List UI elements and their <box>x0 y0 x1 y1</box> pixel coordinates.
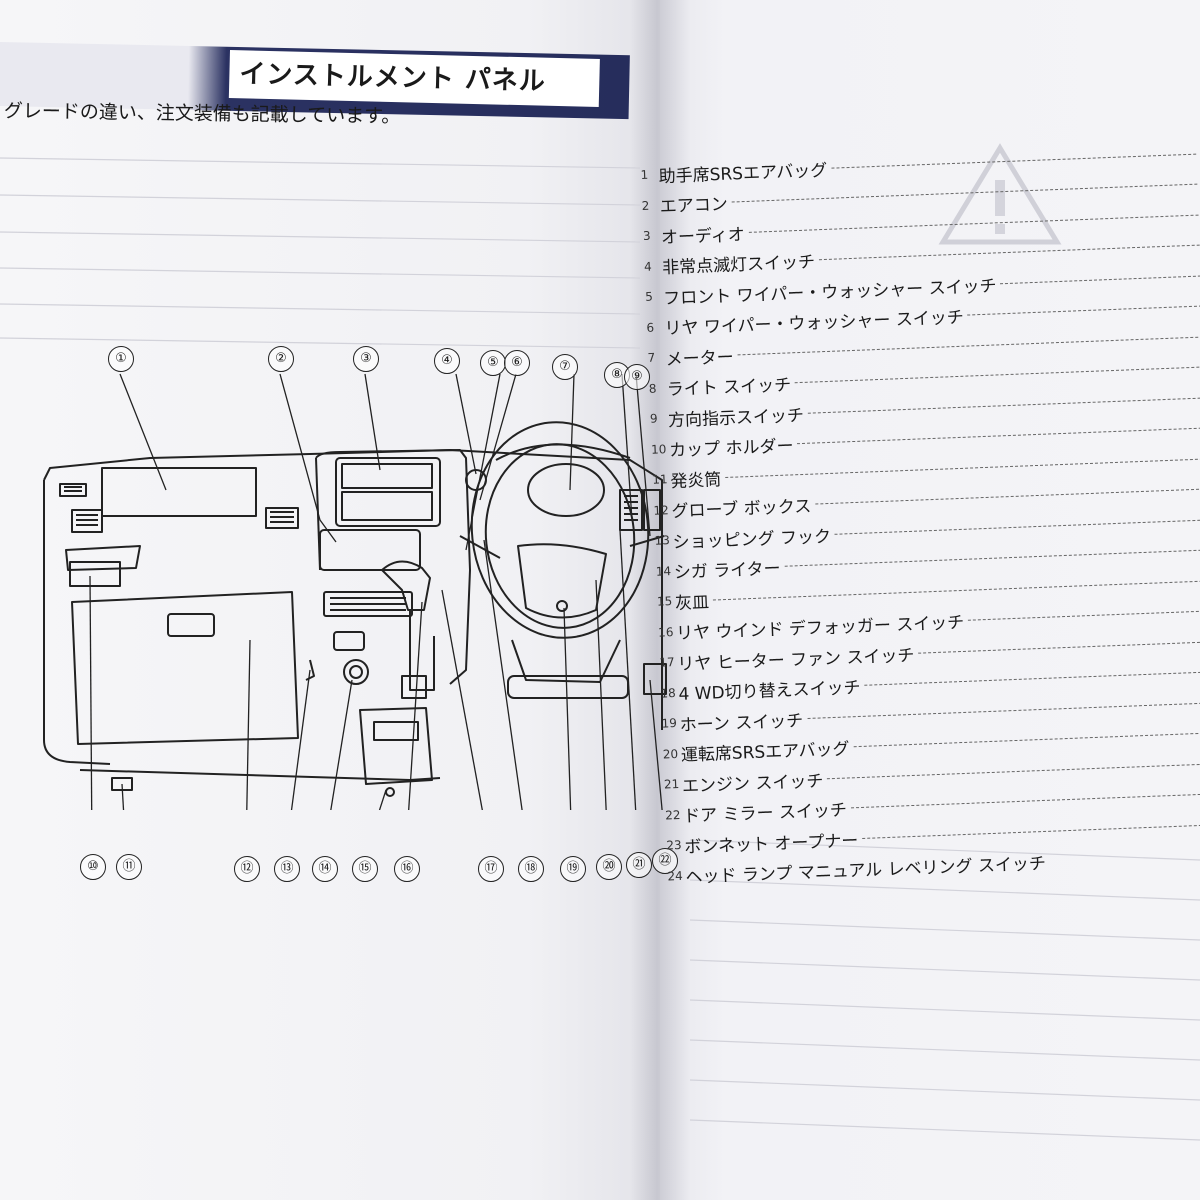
leader-dots <box>797 427 1200 445</box>
leader-dots <box>827 762 1200 780</box>
callout-21: ㉑ <box>626 852 652 878</box>
legend-number: 16 <box>657 624 674 640</box>
legend-label: 非常点滅灯スイッチ <box>661 252 816 279</box>
leader-dots <box>818 244 1200 261</box>
legend-label: メーター <box>665 347 735 370</box>
callout-18: ⑱ <box>518 856 544 882</box>
callout-15: ⑮ <box>352 856 378 882</box>
leader-dots <box>784 549 1200 568</box>
legend-label: エンジン スイッチ <box>681 771 824 797</box>
legend-label: 運転席SRSエアバッグ <box>680 739 850 767</box>
legend-number: 8 <box>648 381 657 396</box>
callout-7: ⑦ <box>552 354 578 380</box>
legend-label: 方向指示スイッチ <box>667 405 805 431</box>
callout-9: ⑨ <box>624 364 650 390</box>
callout-16: ⑯ <box>394 856 420 882</box>
callout-10: ⑩ <box>80 854 106 880</box>
callout-6: ⑥ <box>504 350 530 376</box>
legend-number: 24 <box>667 868 684 884</box>
legend-label: エアコン <box>659 194 729 218</box>
warning-triangle-icon <box>938 143 1062 245</box>
leader-dots <box>712 580 1200 601</box>
page-gutter <box>630 0 690 1200</box>
legend-number: 20 <box>662 746 679 762</box>
callout-17: ⑰ <box>478 856 504 882</box>
callout-22: ㉒ <box>652 848 678 874</box>
legend-number: 17 <box>659 655 675 670</box>
legend-label: シガ ライター <box>673 559 781 584</box>
leader-dots <box>853 732 1200 748</box>
legend-number: 12 <box>653 502 670 518</box>
leader-dots <box>737 336 1200 356</box>
leader-dots <box>731 183 1198 203</box>
leader-dots <box>807 397 1200 414</box>
leader-dots <box>862 823 1200 839</box>
legend-label: ホーン スイッチ <box>679 710 804 736</box>
callout-13: ⑬ <box>274 856 300 882</box>
leader-dots <box>864 671 1200 687</box>
callout-12: ⑫ <box>234 856 260 882</box>
legend-number: 13 <box>654 533 671 548</box>
legend-label: カップ ホルダー <box>668 436 794 462</box>
right-page <box>660 0 1200 1200</box>
legend-number: 11 <box>652 472 668 488</box>
page-subtitle: グレードの違い、注文装備も記載しています。 <box>3 99 401 128</box>
legend-number: 19 <box>661 716 678 731</box>
legend-label: 助手席SRSエアバッグ <box>658 160 828 188</box>
legend-number: 14 <box>655 563 672 579</box>
legend-number: 10 <box>650 441 667 457</box>
legend-label: ショッピング フック <box>672 526 832 553</box>
callout-1: ① <box>108 346 134 372</box>
leader-dots <box>807 701 1200 719</box>
legend-number: 4 <box>643 259 653 274</box>
instrument-panel-diagram <box>43 373 667 810</box>
leader-dots <box>850 793 1200 809</box>
legend-number: 18 <box>660 685 677 701</box>
legend-number: 6 <box>646 320 655 335</box>
legend-label: ライト スイッチ <box>666 375 792 401</box>
legend-number: 21 <box>663 777 680 792</box>
leader-dots <box>1000 275 1200 285</box>
leader-dots <box>967 305 1200 316</box>
legend-number: 2 <box>641 198 650 213</box>
callout-5: ⑤ <box>480 350 506 376</box>
leader-dots <box>815 488 1200 505</box>
legend-number: 3 <box>642 228 651 244</box>
legend-number: 23 <box>666 838 682 853</box>
callout-11: ⑪ <box>116 854 142 880</box>
legend-number: 15 <box>656 594 673 609</box>
legend-label: 発炎筒 <box>669 469 722 492</box>
legend-number: 5 <box>645 289 654 305</box>
callout-3: ③ <box>353 346 379 372</box>
legend-number: 1 <box>640 167 649 183</box>
leader-dots <box>831 153 1197 169</box>
leader-dots <box>834 519 1200 535</box>
callout-20: ⑳ <box>596 854 622 880</box>
callout-2: ② <box>268 346 294 372</box>
leader-dots <box>748 214 1199 233</box>
leader-dots <box>968 610 1200 621</box>
leader-dots <box>725 458 1200 478</box>
callout-19: ⑲ <box>560 856 586 882</box>
legend-label: 4 WD切り替えスイッチ <box>678 678 861 706</box>
leader-dots <box>918 641 1200 654</box>
legend-label: グローブ ボックス <box>671 496 812 523</box>
leader-dots <box>795 366 1200 384</box>
callout-4: ④ <box>434 348 460 374</box>
legend-label: ボンネット オープナー <box>684 830 859 858</box>
legend-number: 9 <box>649 411 658 427</box>
legend-number: 22 <box>664 807 681 823</box>
legend-number: 7 <box>647 350 656 366</box>
legend-label: オーディオ <box>660 224 746 248</box>
callout-14: ⑭ <box>312 856 338 882</box>
legend-label: 灰皿 <box>674 592 710 614</box>
page-title: インストルメント パネル <box>228 50 600 108</box>
legend-label: ドア ミラー スイッチ <box>682 800 848 828</box>
